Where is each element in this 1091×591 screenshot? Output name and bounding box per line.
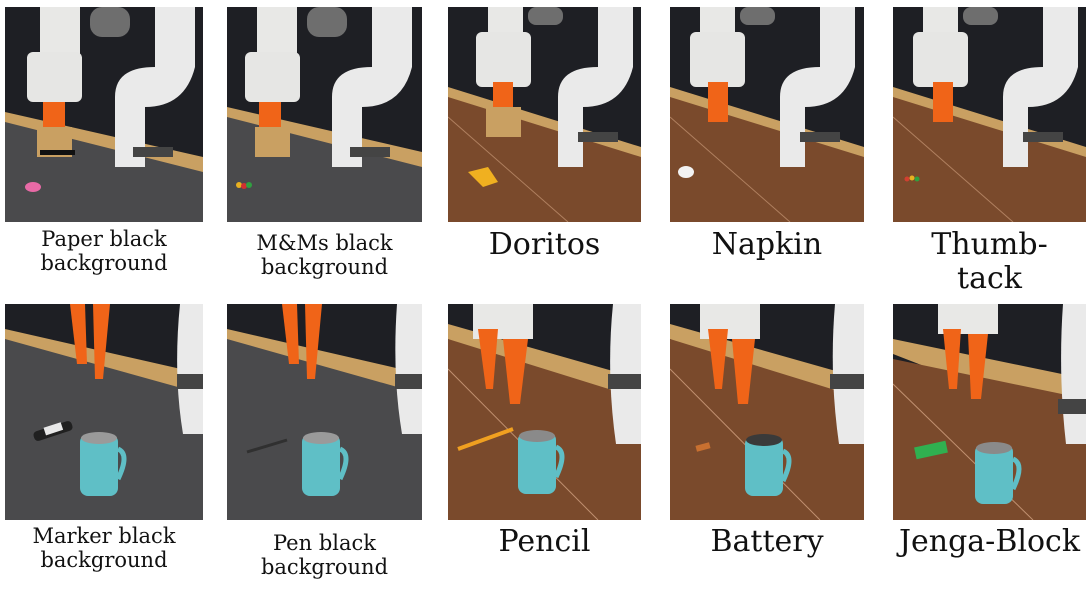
caption-pen-black-background: Pen black background bbox=[227, 531, 422, 579]
caption-marker-black-background: Marker black background bbox=[5, 524, 203, 572]
caption-paper-black-background: Paper black background bbox=[5, 227, 203, 275]
robot-scene-image bbox=[893, 304, 1086, 520]
robot-scene-image bbox=[227, 304, 422, 520]
robot-scene-image bbox=[448, 7, 641, 222]
caption-line-1: Pen black bbox=[273, 531, 376, 555]
caption-battery: Battery bbox=[670, 525, 864, 559]
tile-pencil bbox=[448, 304, 641, 520]
tile-doritos bbox=[448, 7, 641, 222]
caption-mms-black-background: M&Ms black background bbox=[227, 231, 422, 279]
caption-jenga-block: Jenga-Block bbox=[893, 525, 1086, 559]
caption-pencil: Pencil bbox=[448, 525, 641, 559]
robot-scene-image bbox=[670, 304, 864, 520]
caption-line-1: Jenga-Block bbox=[898, 524, 1080, 559]
tile-mms-black-background bbox=[227, 7, 422, 222]
robot-scene-image bbox=[893, 7, 1086, 222]
caption-line-1: Napkin bbox=[711, 227, 823, 262]
caption-line-1: Doritos bbox=[488, 227, 601, 262]
caption-line-2: background bbox=[260, 254, 389, 279]
caption-line-1: Battery bbox=[710, 524, 824, 559]
caption-line-1: Marker black bbox=[32, 524, 176, 548]
caption-doritos: Doritos bbox=[448, 228, 641, 262]
caption-line-1: M&Ms black bbox=[256, 231, 393, 255]
robot-scene-image bbox=[227, 7, 422, 222]
tile-battery bbox=[670, 304, 864, 520]
caption-line-2: tack bbox=[957, 260, 1022, 296]
caption-line-2: background bbox=[40, 547, 168, 572]
caption-line-1: Pencil bbox=[498, 524, 591, 559]
robot-scene-image bbox=[5, 304, 203, 520]
caption-thumbtack: Thumb- tack bbox=[893, 228, 1086, 295]
robot-scene-image bbox=[448, 304, 641, 520]
caption-napkin: Napkin bbox=[670, 228, 864, 262]
caption-line-2: background bbox=[260, 554, 389, 579]
tile-marker-black-background bbox=[5, 304, 203, 520]
tile-pen-black-background bbox=[227, 304, 422, 520]
tile-jenga-block bbox=[893, 304, 1086, 520]
caption-line-1: Paper black bbox=[41, 227, 167, 251]
tile-paper-black-background bbox=[5, 7, 203, 222]
caption-line-2: background bbox=[40, 250, 168, 275]
robot-scene-image bbox=[670, 7, 864, 222]
tile-napkin bbox=[670, 7, 864, 222]
caption-line-1: Thumb- bbox=[931, 227, 1048, 262]
tile-thumbtack bbox=[893, 7, 1086, 222]
robot-scene-image bbox=[5, 7, 203, 222]
